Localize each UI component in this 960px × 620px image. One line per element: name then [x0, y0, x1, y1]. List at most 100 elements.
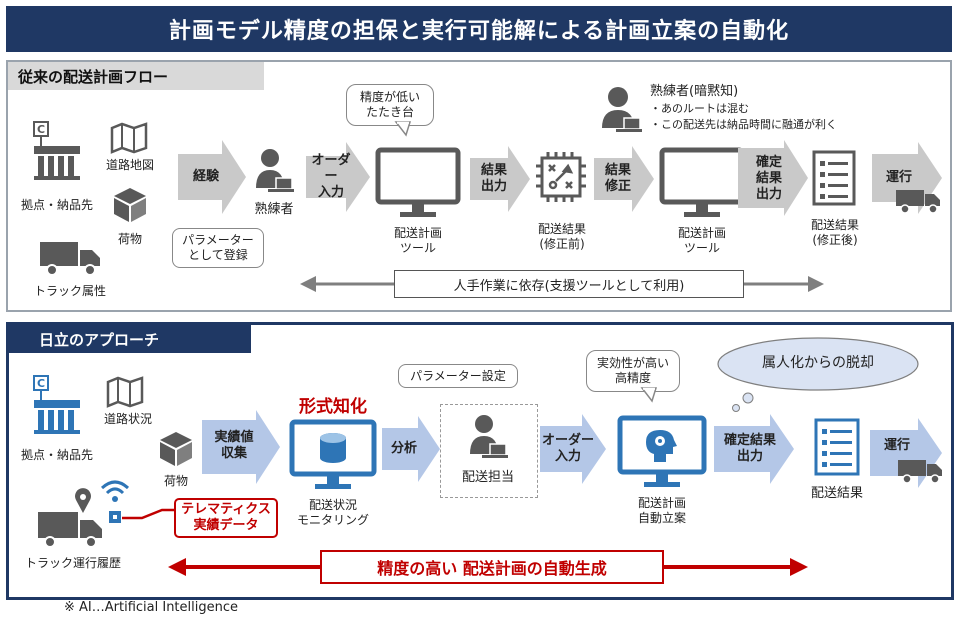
truck-run-icon-conv — [896, 190, 940, 214]
arrow-result-out — [470, 146, 530, 212]
planner-box — [440, 404, 538, 498]
arrow-run-hitachi-label: 運行 — [883, 438, 910, 453]
arrow-order-hitachi — [540, 414, 606, 484]
arrow-analyze — [382, 416, 440, 482]
arrow-result-out-label: 結果 出力 — [472, 162, 516, 196]
effective-line2: 高精度 — [614, 371, 651, 385]
result-before-label: 配送結果 (修正前) — [524, 222, 600, 252]
arrow-collect-label: 実績値 収集 — [206, 428, 262, 464]
cloud-text: 属人化からの脱却 — [762, 355, 874, 371]
planner-label: 配送担当 — [461, 470, 514, 485]
map-icon — [110, 122, 148, 154]
effective-bubble: 実効性が高い 高精度 — [586, 350, 680, 392]
telematics-box: テレマティクス 実績データ — [174, 498, 278, 538]
arrow-confirm-conv — [738, 140, 808, 216]
expert-icon — [256, 149, 294, 192]
auto-band-label: 精度の高い 配送計画の自動生成 — [320, 550, 664, 584]
result-after-line1: 配送結果 — [810, 218, 859, 232]
auto-plan-label: 配送計画 自動立案 — [618, 496, 706, 526]
tacit-note-1: ・あのルートは混む — [650, 102, 749, 115]
formalize-title: 形式知化 — [299, 397, 367, 417]
effective-line1: 実効性が高い — [596, 356, 669, 370]
arrow-confirm-conv-line2: 結果 — [755, 171, 782, 186]
arrow-confirm-conv-line1: 確定 — [755, 155, 782, 170]
result-before-line2: (修正前) — [539, 237, 585, 251]
bubble-tail — [394, 121, 412, 137]
effective-bubble-tail — [640, 387, 658, 403]
tool2-label: 配送計画 ツール — [662, 226, 742, 256]
arrow-collect-line1: 実績値 — [214, 430, 254, 445]
list-doc-icon-hitachi — [814, 418, 860, 476]
param-register-line1: パラメーター — [182, 233, 254, 247]
auto-plan-line1: 配送計画 — [637, 496, 686, 510]
dependency-label: 人手作業に依存(支援ツールとして利用) — [394, 270, 744, 298]
arrow-order-conv-line1: オーダー — [311, 153, 351, 184]
monitor-icon-2 — [659, 147, 745, 217]
arrow-confirm-conv-line3: 出力 — [755, 187, 782, 202]
pin-icon — [75, 488, 91, 513]
footnote: ※ AI…Artificial Intelligence — [64, 600, 238, 615]
tacit-expert-icon — [602, 87, 642, 132]
svg-text:C: C — [37, 377, 45, 390]
telematics-line1: テレマティクス — [181, 502, 271, 517]
road-map-label: 道路地図 — [105, 158, 154, 172]
tacit-expert-title: 熟練者(暗黙知) — [650, 84, 739, 99]
arrow-analyze-label: 分析 — [390, 441, 417, 456]
svg-text:C: C — [37, 123, 45, 136]
sensor-icon — [109, 511, 121, 523]
arrow-confirm-conv-label: 確定 結果 出力 — [744, 154, 794, 204]
monitor-db-icon — [289, 419, 377, 489]
arrow-order-hitachi-label: オーダー 入力 — [542, 432, 594, 466]
warehouse-icon: C — [33, 121, 80, 180]
monitor-label: 配送状況 モニタリング — [290, 498, 376, 528]
arrow-collect-line2: 収集 — [220, 446, 247, 461]
map-icon-hitachi — [106, 376, 144, 408]
arrow-order-hitachi-line1: オーダー — [542, 433, 595, 448]
arrow-order-conv-label: オーダー 入力 — [306, 153, 356, 200]
arrow-result-out-line1: 結果 — [480, 163, 507, 178]
base-label-hitachi: 拠点・納品先 — [20, 448, 93, 462]
road-status-label: 道路状況 — [103, 412, 152, 426]
truck-icon-hitachi — [38, 512, 102, 548]
page-title: 計画モデル精度の担保と実行可能解による計画立案の自動化 — [6, 6, 952, 52]
arrow-order-conv — [306, 142, 370, 212]
arrow-experience — [178, 140, 246, 214]
tool2-line2: ツール — [683, 241, 720, 255]
truck-icon — [40, 242, 100, 276]
truck-run-icon-hitachi — [898, 460, 942, 484]
result-after-line2: (修正後) — [812, 233, 858, 247]
tool1-line1: 配送計画 — [393, 226, 442, 240]
result-label-hitachi: 配送結果 — [810, 486, 863, 501]
conventional-heading: 従来の配送計画フロー — [8, 62, 264, 90]
box-icon — [114, 188, 146, 222]
arrow-collect — [202, 410, 280, 484]
list-doc-icon-conv — [812, 150, 856, 206]
param-register-line2: として登録 — [188, 248, 248, 262]
arrow-fix-line1: 結果 — [604, 163, 631, 178]
tool1-label: 配送計画 ツール — [378, 226, 458, 256]
truck-attr-label: トラック属性 — [33, 284, 106, 298]
cargo-label-hitachi: 荷物 — [163, 474, 188, 488]
planner-icon — [470, 415, 508, 458]
arrow-confirm-hitachi-line2: 出力 — [736, 449, 763, 464]
wifi-icon — [100, 480, 130, 502]
cargo-label: 荷物 — [117, 232, 142, 246]
ai-monitor-icon — [617, 415, 707, 487]
monitor-icon-1 — [375, 147, 461, 217]
low-accuracy-line1: 精度が低い — [359, 90, 420, 104]
arrow-confirm-hitachi-line1: 確定結果 — [723, 433, 776, 448]
tool2-line1: 配送計画 — [677, 226, 726, 240]
low-accuracy-line2: たたき台 — [365, 105, 414, 119]
box-icon-hitachi — [160, 432, 192, 466]
arrow-fix — [594, 146, 654, 212]
arrow-confirm-hitachi — [714, 414, 794, 484]
telematics-line2: 実績データ — [193, 518, 259, 533]
result-after-label: 配送結果 (修正後) — [800, 218, 870, 248]
arrow-fix-line2: 修正 — [604, 179, 631, 194]
telematics-connector — [122, 508, 178, 520]
monitor-line1: 配送状況 — [308, 498, 357, 512]
result-chip-icon — [536, 152, 586, 202]
expert-label: 熟練者 — [254, 202, 294, 217]
param-setting-bubble: パラメーター設定 — [398, 364, 518, 388]
hitachi-heading: 日立のアプローチ — [9, 325, 251, 353]
